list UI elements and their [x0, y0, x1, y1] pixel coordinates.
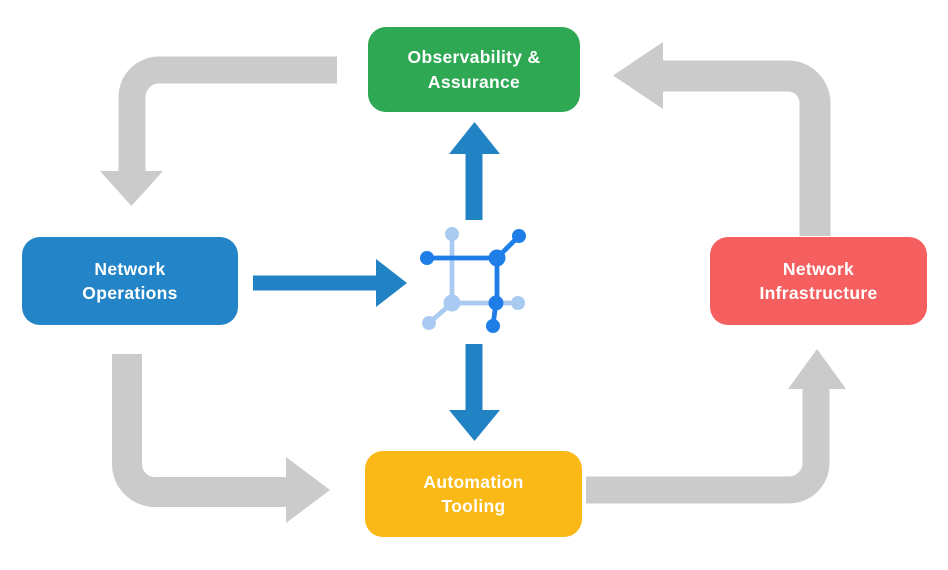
arrow-observability-to-network-operations — [100, 56, 337, 206]
arrow-shaft — [112, 354, 288, 507]
arrow-head-down-icon — [449, 410, 500, 441]
arrow-network-infrastructure-to-observability — [613, 42, 831, 236]
arrow-head-down-icon — [100, 171, 163, 206]
network-node-icon-light-part — [422, 227, 525, 330]
node-label: Network Operations — [82, 258, 178, 303]
arrow-head-left-icon — [613, 42, 663, 109]
arrow-shaft — [118, 56, 337, 173]
node-observability-assurance: Observability & Assurance — [368, 27, 580, 112]
icon-corner-node — [488, 249, 506, 267]
arrow-shaft — [661, 60, 831, 236]
node-network-infrastructure: Network Infrastructure — [710, 237, 927, 325]
icon-node-dot — [512, 229, 526, 243]
node-automation-tooling: Automation Tooling — [365, 451, 582, 537]
node-label: Automation Tooling — [423, 471, 524, 516]
arrow-head-up-icon — [788, 349, 846, 389]
node-label: Network Infrastructure — [759, 258, 878, 303]
icon-node-dot — [445, 227, 459, 241]
network-node-icon — [420, 227, 526, 333]
arrow-network-operations-to-icon — [253, 259, 407, 307]
icon-node-dot — [422, 316, 436, 330]
network-node-icon-dark-part — [420, 229, 526, 333]
arrow-head-right-icon — [286, 457, 330, 523]
arrow-automation-tooling-to-network-infrastructure — [586, 349, 846, 504]
icon-node-dot — [420, 251, 434, 265]
icon-corner-node — [443, 294, 461, 312]
arrow-icon-to-observability — [449, 122, 500, 220]
arrow-shaft — [586, 387, 830, 504]
icon-node-dot — [486, 319, 500, 333]
arrow-head-up-icon — [449, 122, 500, 154]
icon-corner-node — [488, 295, 504, 311]
arrow-head-right-icon — [376, 259, 407, 307]
node-network-operations: Network Operations — [22, 237, 238, 325]
arrow-icon-to-automation-tooling — [449, 344, 500, 441]
arrow-network-operations-to-automation-tooling — [112, 354, 330, 523]
node-label: Observability & Assurance — [407, 47, 541, 92]
icon-node-dot — [511, 296, 525, 310]
